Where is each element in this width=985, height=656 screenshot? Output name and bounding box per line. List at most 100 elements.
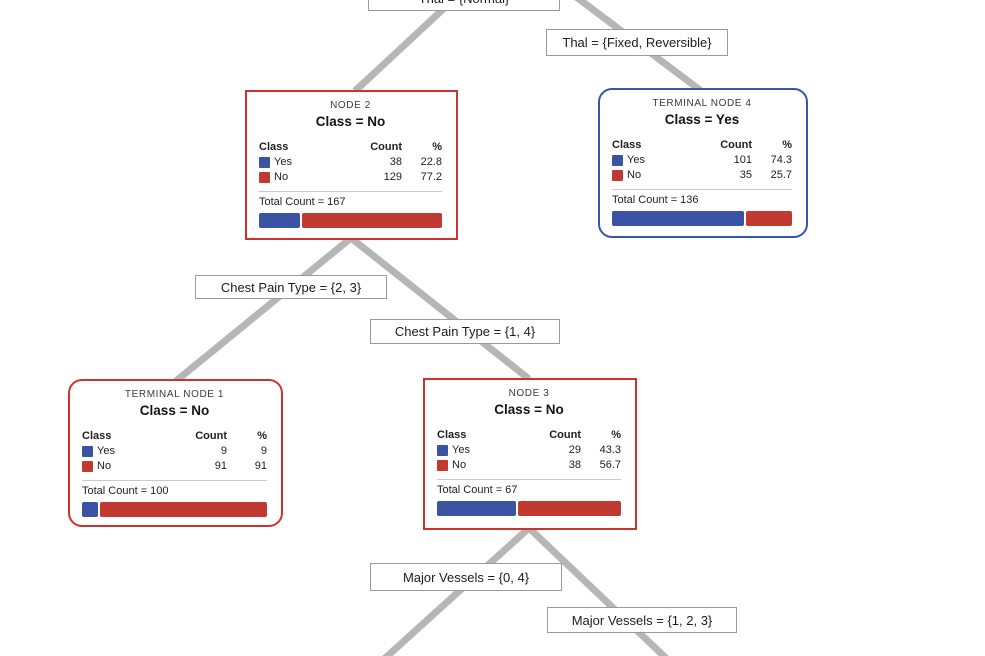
row-pct: 56.7: [599, 459, 621, 471]
table-header-row: Class Count %: [437, 428, 621, 443]
total-count-label: Total Count = 67: [437, 479, 621, 497]
node-title: NODE 2: [330, 100, 371, 111]
header-pct: %: [432, 141, 442, 153]
bar-segment-no: [746, 211, 792, 226]
bar-segment-no: [100, 502, 267, 517]
class-distribution-table: Class Count % Yes 101 74.3 No 35 25.7: [612, 138, 792, 183]
no-color-swatch: [82, 461, 93, 472]
tree-edge-node2-to-node3: [348, 235, 532, 382]
tree-edge-node3-left-child: [382, 525, 532, 656]
total-count-label: Total Count = 100: [82, 480, 267, 498]
edge-label-chest-pain-1-4: Chest Pain Type = {1, 4}: [370, 319, 560, 344]
class-distribution-table: Class Count % Yes 29 43.3 No 38 56.7: [437, 428, 621, 473]
node-predicted-class: Class = Yes: [664, 112, 740, 127]
class-distribution-bar: [612, 211, 792, 226]
class-distribution-bar: [82, 502, 267, 517]
tree-edge-root-to-node2: [352, 0, 459, 94]
row-count: 38: [389, 156, 402, 168]
header-count: Count: [549, 429, 581, 441]
yes-color-swatch: [437, 445, 448, 456]
table-header-row: Class Count %: [259, 140, 442, 155]
node-title: TERMINAL NODE 4: [652, 98, 752, 109]
row-pct: 22.8: [420, 156, 442, 168]
no-color-swatch: [437, 460, 448, 471]
bar-segment-yes: [612, 211, 745, 226]
header-class: Class: [82, 430, 112, 442]
table-row-yes: Yes 9 9: [82, 444, 267, 459]
row-pct: 43.3: [599, 444, 621, 456]
no-color-swatch: [259, 172, 270, 183]
node-title: TERMINAL NODE 1: [124, 389, 225, 400]
yes-color-swatch: [612, 155, 623, 166]
yes-color-swatch: [259, 157, 270, 168]
row-label: Yes: [627, 154, 645, 166]
table-row-no: No 129 77.2: [259, 170, 442, 185]
class-distribution-table: Class Count % Yes 9 9 No 91 91: [82, 429, 267, 474]
row-label: No: [274, 171, 289, 183]
edge-label-major-vessels-0-4: Major Vessels = {0, 4}: [370, 563, 562, 591]
header-count: Count: [195, 430, 227, 442]
tree-node-3[interactable]: NODE 3 Class = No Class Count % Yes 29 4…: [423, 378, 637, 530]
table-row-no: No 91 91: [82, 459, 267, 474]
node-title: NODE 3: [508, 388, 550, 399]
edge-label-thal-fixed-reversible: Thal = {Fixed, Reversible}: [546, 29, 728, 56]
edge-label-thal-normal: Thal = {Normal}: [368, 0, 560, 11]
row-count: 91: [214, 460, 227, 472]
header-class: Class: [437, 429, 467, 441]
bar-segment-no: [517, 501, 621, 516]
row-pct: 77.2: [420, 171, 442, 183]
header-count: Count: [720, 139, 752, 151]
table-row-no: No 38 56.7: [437, 458, 621, 473]
row-pct: 74.3: [770, 154, 792, 166]
header-pct: %: [257, 430, 267, 442]
table-header-row: Class Count %: [82, 429, 267, 444]
header-count: Count: [370, 141, 402, 153]
bar-segment-yes: [259, 213, 301, 228]
total-count-label: Total Count = 136: [612, 189, 792, 207]
node-predicted-class: Class = No: [139, 403, 210, 418]
tree-terminal-node-4[interactable]: TERMINAL NODE 4 Class = Yes Class Count …: [598, 88, 808, 238]
table-row-yes: Yes 101 74.3: [612, 153, 792, 168]
row-count: 38: [568, 459, 581, 471]
class-distribution-bar: [259, 213, 442, 228]
row-count: 9: [220, 445, 227, 457]
tree-edge-root-to-terminal4: [574, 0, 703, 93]
tree-edge-node2-to-terminal1: [173, 235, 354, 384]
row-label: No: [452, 459, 467, 471]
bar-segment-no: [302, 213, 442, 228]
row-label: No: [97, 460, 112, 472]
yes-color-swatch: [82, 446, 93, 457]
row-label: Yes: [274, 156, 292, 168]
header-pct: %: [611, 429, 621, 441]
row-label: No: [627, 169, 642, 181]
class-distribution-bar: [437, 501, 621, 516]
bar-segment-yes: [437, 501, 516, 516]
header-class: Class: [612, 139, 642, 151]
header-pct: %: [782, 139, 792, 151]
node-predicted-class: Class = No: [494, 402, 564, 417]
table-row-yes: Yes 38 22.8: [259, 155, 442, 170]
row-pct: 25.7: [770, 169, 792, 181]
header-class: Class: [259, 141, 289, 153]
tree-terminal-node-1[interactable]: TERMINAL NODE 1 Class = No Class Count %…: [68, 379, 283, 527]
row-pct: 91: [254, 460, 267, 472]
row-count: 129: [383, 171, 402, 183]
row-label: Yes: [97, 445, 115, 457]
table-header-row: Class Count %: [612, 138, 792, 153]
row-count: 35: [739, 169, 752, 181]
class-distribution-table: Class Count % Yes 38 22.8 No 129 77.2: [259, 140, 442, 185]
edge-label-major-vessels-1-2-3: Major Vessels = {1, 2, 3}: [547, 607, 737, 633]
node-predicted-class: Class = No: [315, 114, 386, 129]
edge-label-chest-pain-2-3: Chest Pain Type = {2, 3}: [195, 275, 387, 299]
tree-edge-node3-right-child: [526, 525, 669, 656]
row-pct: 9: [260, 445, 267, 457]
table-row-no: No 35 25.7: [612, 168, 792, 183]
bar-segment-yes: [82, 502, 99, 517]
tree-node-2[interactable]: NODE 2 Class = No Class Count % Yes 38 2…: [245, 90, 458, 240]
total-count-label: Total Count = 167: [259, 191, 442, 209]
table-row-yes: Yes 29 43.3: [437, 443, 621, 458]
row-count: 29: [568, 444, 581, 456]
row-count: 101: [733, 154, 752, 166]
